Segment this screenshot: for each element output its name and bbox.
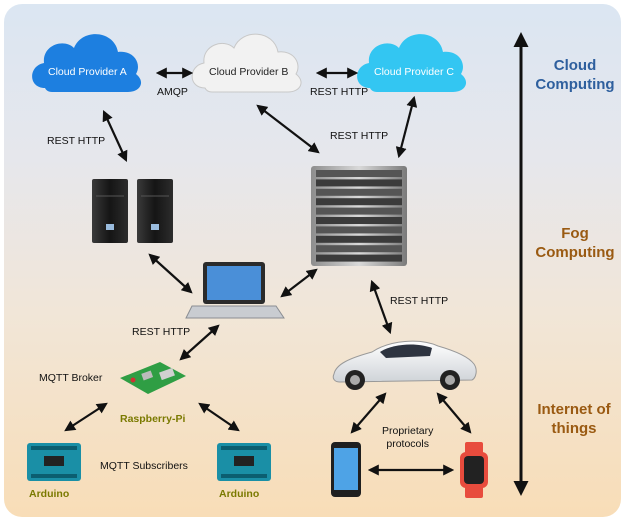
arduino-left-label: Arduino (29, 488, 70, 500)
rack-server-slot (316, 207, 402, 215)
arrow-b-rack (256, 104, 320, 154)
rest-http-laptop-label: REST HTTP (132, 326, 191, 338)
rest-http-mid-label: REST HTTP (330, 130, 389, 142)
arrow-pi-arduino-left (64, 402, 108, 432)
car-icon (332, 340, 477, 390)
rack-server-icon (311, 166, 407, 266)
connection-arrows (64, 32, 529, 496)
cloud-provider-c-icon (357, 34, 467, 92)
mqtt-broker-label: MQTT Broker (39, 372, 103, 384)
rack-server-slot (316, 235, 402, 243)
cloud-provider-b-icon (191, 33, 302, 93)
arrow-car-phone (350, 392, 387, 434)
arrow-laptop-rack (280, 268, 318, 298)
arrow-rack-car (369, 279, 393, 335)
rack-server-slot (316, 198, 402, 206)
cloud-provider-a-icon (32, 34, 142, 92)
rack-server-slot (316, 170, 402, 177)
proprietary-protocols-label: Proprietary protocols (382, 425, 434, 451)
arrow-a-towers (102, 110, 128, 162)
tower-servers-icon (92, 179, 173, 243)
tier-iot-label: Internet of things (537, 401, 611, 437)
arrow-car-watch (436, 392, 472, 434)
amqp-label: AMQP (157, 86, 188, 98)
cloud-provider-a-label: Cloud Provider A (48, 66, 127, 78)
rest-http-top-label: REST HTTP (310, 86, 369, 98)
cloud-provider-c-label: Cloud Provider C (374, 66, 454, 78)
rack-server-slot (316, 188, 402, 196)
rack-server-slot (316, 226, 402, 234)
raspberry-pi-icon (120, 362, 186, 394)
rest-http-left-label: REST HTTP (47, 135, 106, 147)
tier-fog-computing-label: Fog Computing (535, 225, 615, 261)
rest-http-car-label: REST HTTP (390, 295, 449, 307)
cloud-provider-b-label: Cloud Provider B (209, 66, 289, 78)
arduino-right-icon (217, 443, 271, 481)
smartwatch-icon (460, 442, 488, 498)
rack-server-slot (316, 179, 402, 187)
smartphone-icon (331, 442, 361, 497)
laptop-icon (185, 262, 285, 319)
tier-cloud-computing-label: Cloud Computing (535, 57, 615, 93)
rack-server-slot (316, 217, 402, 224)
arrow-c-rack (395, 95, 418, 159)
arduino-left-icon (27, 443, 81, 481)
arrow-laptop-pi (179, 324, 220, 361)
arrow-towers-laptop (148, 253, 193, 294)
arrow-pi-arduino-right (198, 402, 240, 432)
raspberry-pi-label: Raspberry-Pi (120, 413, 186, 425)
arduino-right-label: Arduino (219, 488, 260, 500)
mqtt-subscribers-label: MQTT Subscribers (100, 460, 188, 472)
rack-server-slot (316, 245, 402, 253)
rack-server-slot (316, 254, 402, 262)
